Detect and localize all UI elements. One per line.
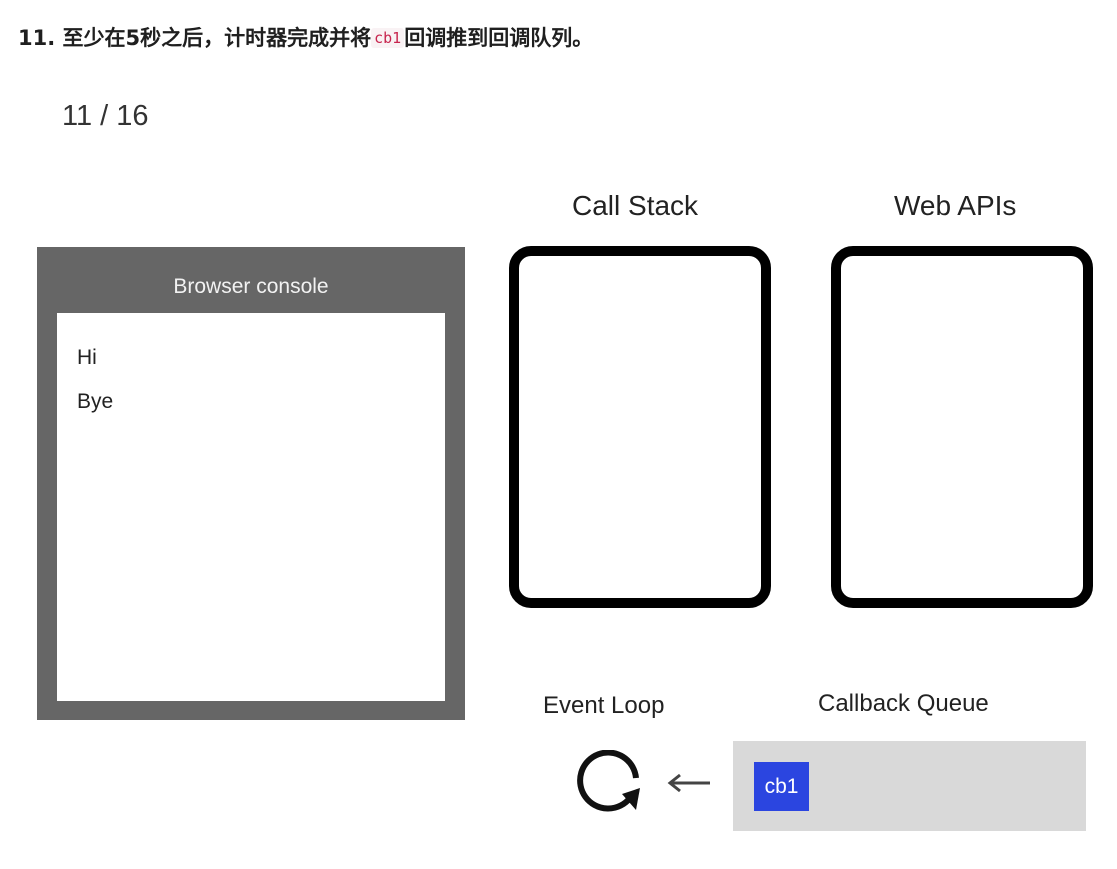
console-line: Hi — [77, 346, 97, 369]
browser-console-title: Browser console — [173, 275, 329, 298]
browser-console: Browser console Hi Bye — [37, 247, 465, 720]
refresh-cycle-icon — [577, 750, 640, 812]
console-line: Bye — [77, 390, 114, 413]
inline-code-cb1: cb1 — [371, 28, 405, 48]
slide-counter: 11 / 16 — [62, 100, 149, 132]
arrow-left-icon — [667, 773, 710, 793]
web-apis-box — [831, 246, 1093, 608]
step-heading-prefix: 11. 至少在5秒之后，计时器完成并将 — [18, 26, 372, 50]
call-stack-label: Call Stack — [572, 190, 699, 221]
step-heading-suffix: 回调推到回调队列。 — [404, 26, 594, 50]
callback-queue-item-cb1: cb1 — [754, 762, 809, 811]
event-loop-label: Event Loop — [543, 692, 665, 719]
web-apis-label: Web APIs — [894, 190, 1017, 221]
callback-queue-label: Callback Queue — [818, 690, 989, 717]
call-stack-box — [509, 246, 771, 608]
callback-queue: cb1 — [733, 741, 1086, 831]
browser-console-output: Hi Bye — [57, 313, 445, 701]
